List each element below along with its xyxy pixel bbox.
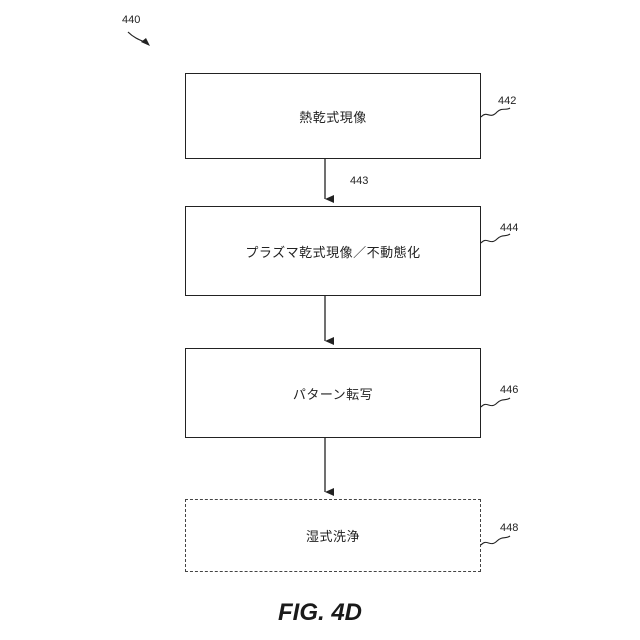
leader-line-442 bbox=[481, 108, 510, 117]
figure-caption: FIG. 4D bbox=[0, 599, 640, 627]
leader-line-444 bbox=[481, 234, 510, 243]
figure-ref-arrowhead bbox=[141, 38, 150, 46]
leader-line-446 bbox=[481, 398, 510, 407]
leader-line-448 bbox=[481, 536, 510, 545]
